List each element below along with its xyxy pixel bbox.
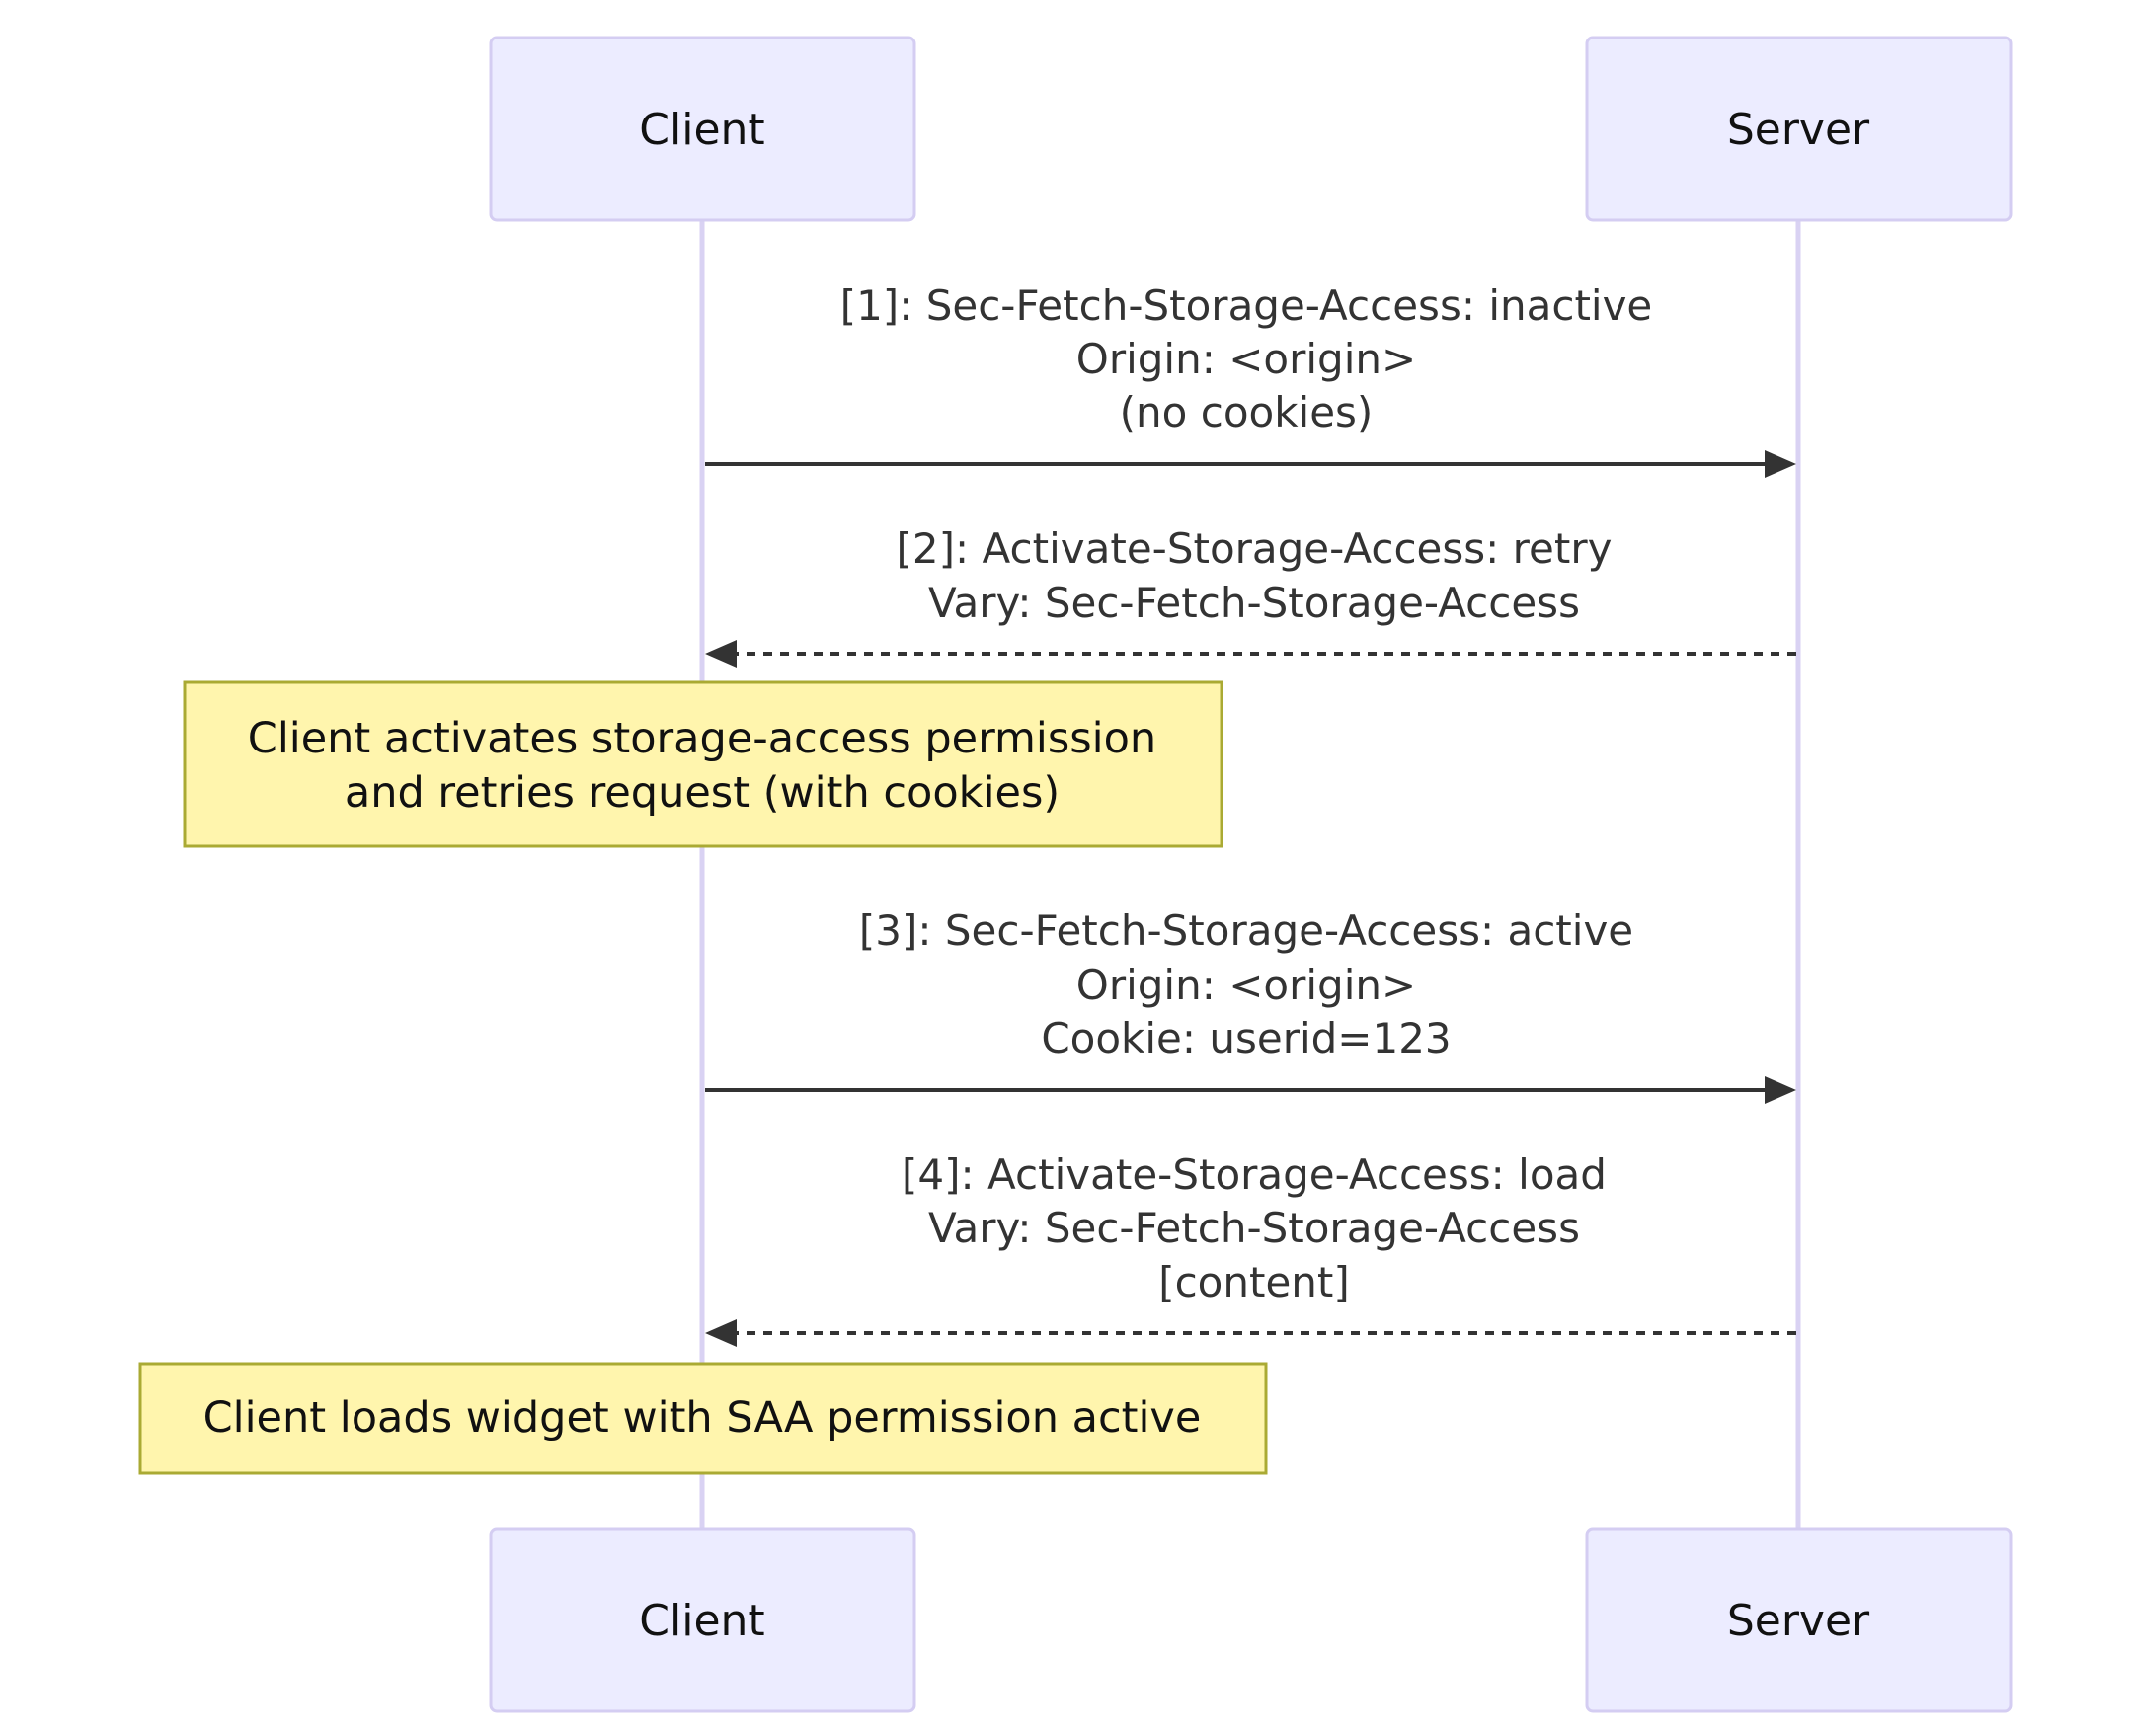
message-1-line-3: (no cookies) <box>1120 388 1374 436</box>
actor-server-bottom-label: Server <box>1727 1596 1870 1646</box>
message-4-line-2: Vary: Sec-Fetch-Storage-Access <box>928 1204 1580 1252</box>
message-4-line-3: [content] <box>1158 1258 1350 1306</box>
message-3-line-2: Origin: <origin> <box>1076 961 1416 1009</box>
actor-server-top-label: Server <box>1727 105 1870 155</box>
note-2: Client loads widget with SAA permission … <box>138 1362 1268 1475</box>
actor-client-top-label: Client <box>639 105 764 155</box>
message-1: [1]: Sec-Fetch-Storage-Access: inactive … <box>705 281 1796 478</box>
note-1: Client activates storage-access permissi… <box>183 680 1223 848</box>
message-2-line-1: [2]: Activate-Storage-Access: retry <box>897 524 1613 573</box>
message-1-arrowhead <box>1765 450 1796 478</box>
message-3-line-1: [3]: Sec-Fetch-Storage-Access: active <box>859 907 1633 955</box>
actor-client-bottom-label: Client <box>639 1596 764 1646</box>
actor-client-bottom: Client <box>489 1527 916 1713</box>
actor-server-bottom: Server <box>1585 1527 2013 1713</box>
note-2-line-1: Client loads widget with SAA permission … <box>203 1393 1202 1443</box>
note-1-line-2: and retries request (with cookies) <box>345 768 1060 818</box>
message-1-line-2: Origin: <origin> <box>1076 335 1416 383</box>
message-1-line-1: [1]: Sec-Fetch-Storage-Access: inactive <box>840 281 1653 330</box>
message-4: [4]: Activate-Storage-Access: load Vary:… <box>705 1150 1796 1347</box>
message-2-line-2: Vary: Sec-Fetch-Storage-Access <box>928 579 1580 627</box>
actor-client-top: Client <box>489 36 916 222</box>
message-2-arrowhead <box>705 640 737 668</box>
message-3: [3]: Sec-Fetch-Storage-Access: active Or… <box>705 907 1796 1104</box>
message-2: [2]: Activate-Storage-Access: retry Vary… <box>705 524 1796 668</box>
message-3-line-3: Cookie: userid=123 <box>1041 1014 1451 1063</box>
note-1-line-1: Client activates storage-access permissi… <box>248 714 1156 763</box>
message-3-arrowhead <box>1765 1076 1796 1104</box>
actor-server-top: Server <box>1585 36 2013 222</box>
message-4-line-1: [4]: Activate-Storage-Access: load <box>902 1150 1607 1199</box>
message-4-arrowhead <box>705 1319 737 1347</box>
